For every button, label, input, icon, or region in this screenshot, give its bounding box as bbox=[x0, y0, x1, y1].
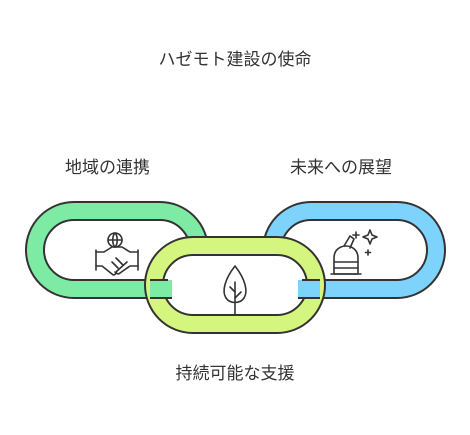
link-label-future: 未来への展望 bbox=[290, 158, 392, 178]
link-label-sustainable: 持続可能な支援 bbox=[175, 364, 295, 384]
sapling-icon bbox=[223, 265, 247, 315]
observatory-sparkle-icon bbox=[330, 229, 378, 275]
handshake-globe-icon bbox=[95, 232, 139, 276]
link-label-community: 地域の連携 bbox=[65, 158, 150, 178]
chain-link-left-overlap bbox=[150, 279, 172, 299]
diagram-title: ハゼモト建設の使命 bbox=[158, 50, 312, 70]
chain-link-right-overlap bbox=[298, 279, 320, 299]
